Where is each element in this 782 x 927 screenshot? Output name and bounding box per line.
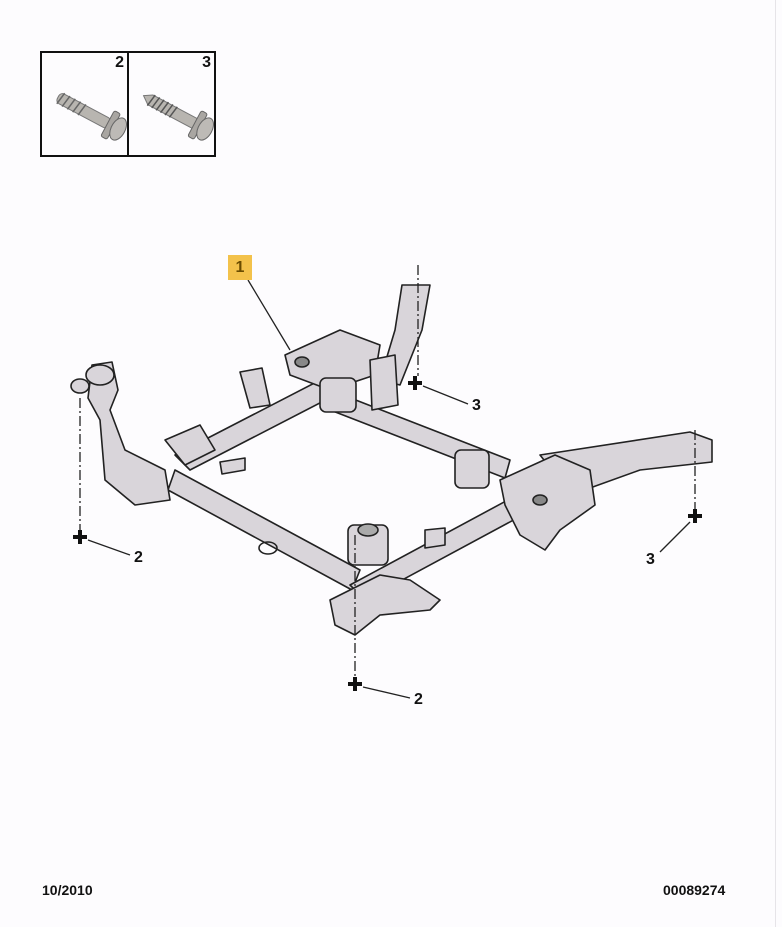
diagram-reference: 00089274 <box>663 882 726 898</box>
fastener-legend: 2 3 <box>40 51 216 157</box>
bolt-markers <box>73 376 702 691</box>
plus-marker-icon <box>348 677 362 691</box>
plus-marker-icon <box>73 530 87 544</box>
callout-part-1[interactable]: 1 <box>228 255 252 280</box>
legend-item-bolt[interactable]: 2 <box>42 53 128 155</box>
plus-marker-icon <box>408 376 422 390</box>
plus-marker-icon <box>688 509 702 523</box>
legend-item-screw[interactable]: 3 <box>127 53 215 155</box>
callout-bolt-bottom[interactable]: 2 <box>414 691 423 708</box>
leader-lines <box>79 265 696 699</box>
diagram-date: 10/2010 <box>42 882 93 898</box>
legend-number: 2 <box>115 54 124 71</box>
callout-bolt-left[interactable]: 2 <box>134 549 143 566</box>
page-edge <box>775 0 776 927</box>
subframe[interactable] <box>70 284 713 636</box>
callout-screw-right[interactable]: 3 <box>646 551 655 568</box>
screw-icon <box>142 94 215 141</box>
bolt-icon <box>56 92 128 141</box>
legend-number: 3 <box>202 54 211 71</box>
callout-screw-top[interactable]: 3 <box>472 397 481 414</box>
